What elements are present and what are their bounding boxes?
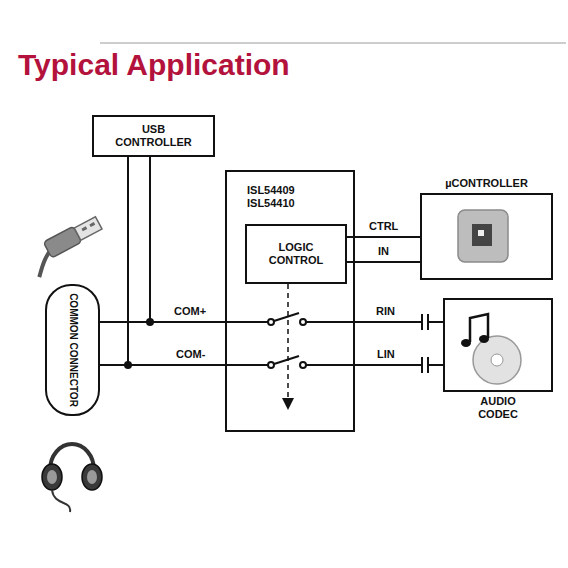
usb-plug-tip — [74, 217, 102, 241]
block-box: LOGIC CONTROL — [245, 224, 347, 284]
signal-wire — [100, 157, 150, 322]
signal-label: LIN — [375, 348, 397, 361]
switch-contact — [300, 362, 306, 368]
wire — [227, 364, 268, 366]
chip-icon — [458, 210, 508, 262]
control-link — [287, 284, 289, 398]
switch-blade — [274, 313, 299, 321]
headphone-cable — [52, 490, 70, 512]
capacitor-plate — [427, 357, 429, 373]
signal-wire — [355, 321, 443, 323]
node-text: ISL54409 ISL54410 — [247, 184, 309, 209]
block-box: AUDIO CODEC — [443, 298, 553, 392]
title-rule — [100, 42, 566, 44]
junction-dot — [146, 318, 154, 326]
switch-contact — [300, 319, 306, 325]
usb-plug-icon — [26, 215, 108, 277]
capacitor-symbol — [421, 314, 429, 330]
switch-blade — [274, 356, 299, 364]
switch-contact — [268, 362, 274, 368]
signal-wire — [347, 236, 420, 238]
block-box: USB CONTROLLER — [92, 115, 215, 157]
block-box: µCONTROLLER — [420, 193, 553, 280]
node-text: AUDIO CODEC — [466, 395, 530, 420]
page-title: Typical Application — [18, 48, 290, 81]
capacitor-plate — [421, 357, 423, 373]
junction-dot — [124, 361, 132, 369]
capacitor-gap — [421, 314, 429, 330]
signal-wire — [347, 261, 420, 263]
disc-hole — [491, 354, 503, 366]
usb-plug-hole — [89, 222, 95, 227]
arrow-head — [282, 398, 294, 410]
music-note — [470, 314, 488, 342]
signal-label: COM- — [174, 348, 207, 361]
capacitor-plate — [421, 314, 423, 330]
wire — [227, 321, 268, 323]
signal-label: IN — [376, 245, 391, 258]
ear-pad — [47, 470, 57, 484]
signal-wire — [355, 364, 443, 366]
signal-label: RIN — [374, 305, 397, 318]
usb-plug-hole — [81, 226, 87, 231]
capacitor-gap — [421, 357, 429, 373]
signal-wire — [100, 157, 128, 365]
ear-cup — [82, 464, 102, 490]
signal-label: COM+ — [172, 305, 208, 318]
capacitor-symbol — [421, 357, 429, 373]
ear-cup — [42, 464, 62, 490]
node-text: LOGIC CONTROL — [256, 241, 336, 266]
node-text: µCONTROLLER — [422, 177, 551, 190]
node-text: COMMON CONNECTOR — [67, 293, 79, 407]
chip-box: ISL54409 ISL54410LOGIC CONTROL — [225, 170, 355, 432]
music-note-head — [461, 339, 471, 347]
connector-shape: COMMON CONNECTOR — [45, 284, 100, 416]
node-text: USB CONTROLLER — [112, 123, 196, 148]
chip-icon-mark — [478, 230, 484, 236]
signal-label: CTRL — [367, 220, 400, 233]
switch-symbol — [227, 313, 353, 368]
music-icon — [461, 314, 521, 384]
headphones-icon — [42, 444, 102, 512]
signal-wire — [128, 157, 225, 365]
disc — [473, 336, 521, 384]
wire — [306, 321, 353, 323]
switch-contact — [268, 319, 274, 325]
chip-icon-frame — [458, 210, 508, 262]
chip-icon-die — [472, 224, 492, 246]
ear-pad — [87, 470, 97, 484]
signal-wire — [150, 157, 225, 322]
capacitor-plate — [427, 314, 429, 330]
wire — [306, 364, 353, 366]
music-note-head — [479, 335, 489, 343]
